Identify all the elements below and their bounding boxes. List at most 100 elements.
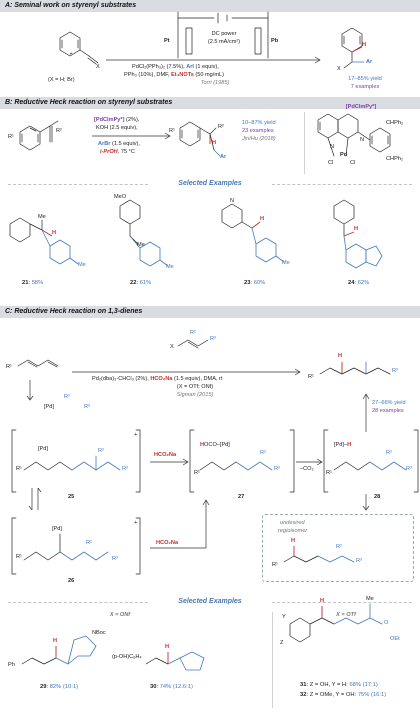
i26-charge: + [134,520,138,526]
substrate-b-r2: R² [56,128,62,134]
pd-vinyl-r3: R³ [84,404,90,410]
product-b-ar: Ar [220,154,227,160]
undesired-label: undesired [280,520,305,526]
product-ar-label: Ar [366,59,373,65]
i27-num: 27 [238,494,245,500]
i27-r1: R¹ [194,470,200,476]
example-22-me: Me [137,242,145,248]
section-b-header: B: Reductive Heck reaction on styrenyl s… [0,97,420,109]
selected-c-dash-right [272,602,412,603]
conditions-b-line3: ArBr (1.5 equiv), [98,141,140,147]
i28-num: 28 [374,494,381,500]
intermediate-28 [323,429,419,493]
i28-r2: R² [386,450,392,456]
undesired-r2: R² [336,544,342,550]
product-b-h: H [212,140,217,146]
onf-title: X = ONf [109,612,131,618]
section-c-header: C: Reductive Heck reaction on 1,3-dienes [0,306,420,318]
conditions-a-line2: PPh₃ (10%), DMF, Et₄NOTs (50 mg/mL) [124,72,224,78]
i25-r2: R² [98,448,104,454]
conditions-c-line2: (X = OTf; ONf) [176,384,214,390]
selected-c-dash-left [8,602,148,603]
catalyst-chph-bottom: CHPh₂ [386,156,404,162]
example-31-32-structure [289,603,383,643]
reaction-arrow-c [72,368,301,376]
catalyst-cl2: Cl [350,160,356,166]
example-23-h: H [260,216,265,222]
section-a-header: A: Seminal work on styrenyl substrates [0,0,420,12]
ex31-y: Y [282,614,286,620]
i25-num: 25 [68,494,75,500]
conditions-b-line1: [PdClmPy*] (2%), [94,117,140,123]
selected-b-dash-right [272,184,412,185]
reference-c: Sigman (2015) [176,392,214,398]
pd-vinyl-pd: [Pd] [44,404,54,410]
example-22-structure [119,199,169,267]
catalyst-chph-top: CHPh₂ [386,120,404,126]
example-24-label: 24: 62% [348,280,370,286]
yield-b: 10–87% yield [242,120,276,126]
example-21-structure [9,217,79,265]
diene-substrate [17,359,59,368]
example-24-h: H [354,226,359,232]
formate-label-1: HCO₂Na [154,452,177,458]
yield-c: 27–66% yield [372,400,406,406]
i26-num: 26 [68,578,75,584]
i28-r3: R³ [406,466,412,472]
styrene-substrate [59,31,99,65]
vinyl-electrophile [177,339,209,349]
undesired-structure [283,546,355,563]
conditions-b-line4: i-PrOH, 75 °C [100,149,135,155]
regioisomer-label: regioisomer [278,528,308,534]
catalyst-n1: N [330,144,335,150]
substrate-x-label: X [96,64,100,70]
product-x-label: X [337,66,341,72]
i26-r2: R² [86,540,92,546]
example-30-structure [145,651,205,671]
example-29-structure [21,635,97,665]
example-22-meo: MeO [114,194,127,200]
product-c [319,361,391,375]
i28-r1: R¹ [326,470,332,476]
example-23-structure [221,203,285,263]
reaction-arrow-a [106,56,321,64]
example-23-n: N [230,198,235,204]
substrate-b-r1: R¹ [8,134,14,140]
i25-r3: R³ [122,466,128,472]
examples-b: 23 examples [242,128,274,134]
i28-label: [Pd]–H [334,442,352,448]
ex31-me: Me [366,596,374,602]
otf-title: X = OTf [336,612,356,618]
ex29-label: 29: 82% (10:1) [40,684,79,690]
i26-pd: [Pd] [52,526,62,532]
i25-pd: [Pd] [38,446,48,452]
electrode-pt: Pt [164,38,170,44]
i27-label: HOCO–[Pd] [200,442,230,448]
current-density: (2.5 mA/cm²) [207,39,241,45]
conditions-b-line2: KOH (2.5 equiv), [96,125,138,131]
ex29-nboc: NBoc [92,630,106,636]
catalyst-n2: N [360,137,365,143]
electrophile-r3: R³ [210,336,216,342]
examples-c: 28 examples [372,408,404,414]
i27-r2: R² [260,450,266,456]
selected-examples-c-title: Selected Examples [178,598,242,605]
ex31-h: H [320,598,325,604]
examples-a: 7 examples [350,84,380,90]
undesired-r3: R³ [356,558,362,564]
formate-label-2: HCO₂Na [156,540,179,546]
example-21-me2: Me [78,262,86,268]
product-c-r1: R¹ [308,374,314,380]
i25-r1: R¹ [16,466,22,472]
example-23-me: Me [282,260,290,266]
undesired-r1: R¹ [272,562,278,568]
product-a [341,27,365,69]
catalyst-divider [304,112,305,174]
ex29-h: H [53,638,58,644]
reaction-arrow-b [92,132,171,140]
intermediate-27 [189,429,295,493]
ex29-ph: Ph [8,662,15,668]
undesired-box [262,514,414,582]
mechanism-arrows [26,380,370,549]
